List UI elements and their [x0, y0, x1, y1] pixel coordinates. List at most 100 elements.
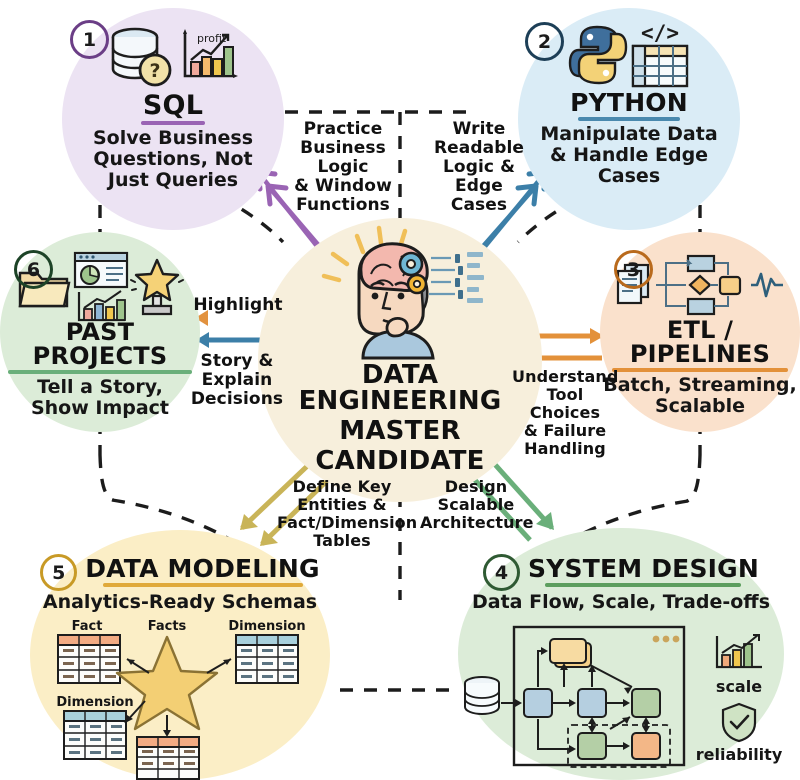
- scale-chart-icon: [715, 633, 762, 668]
- table-fact-bottom: [136, 735, 200, 780]
- connector-past-projects-in: Story & Explain Decisions: [184, 351, 290, 410]
- connector-python-line-1: Write: [452, 119, 506, 139]
- database-question-icon: ?: [111, 27, 172, 87]
- connector-highlight-label: Highlight: [193, 295, 283, 315]
- connector-sql-line-3: & Window: [294, 176, 392, 197]
- node-sql-number-badge: 1: [70, 20, 109, 59]
- star-schema-icon: Fact Facts Dimension: [45, 619, 315, 780]
- connector-etl-line-3: & Failure: [523, 420, 607, 440]
- table-dimension-right: [235, 633, 299, 684]
- connector-dm-line-2: Entities &: [297, 494, 387, 514]
- connector-story-line-1: Story &: [200, 351, 274, 371]
- node-sql-sub-1: Solve Business: [93, 127, 253, 149]
- bar-chart-growth-icon: [77, 289, 126, 321]
- node-system-design-title: SYSTEM DESIGN: [527, 553, 759, 583]
- node-sql-rule: [141, 121, 205, 125]
- node-python-number-badge: 2: [525, 22, 564, 61]
- node-python-sub-1: Manipulate Data: [540, 123, 718, 145]
- node-past-projects-sub-2: Show Impact: [30, 396, 170, 419]
- node-python-sub-2: & Handle Edge: [549, 143, 709, 166]
- center-title-line-1: DATA ENGINEERING: [298, 360, 502, 416]
- connector-sd-line-1: Design: [444, 477, 508, 496]
- scale-label: scale: [715, 676, 763, 696]
- connector-dm-line-1: Define Key: [292, 477, 392, 496]
- connector-dm-line-3: Fact/Dimension: [277, 512, 418, 532]
- waveform-signal-icon: [751, 272, 783, 298]
- node-data-modeling-title: DATA MODELING: [85, 553, 320, 583]
- connector-python-line-4: Edge Cases: [450, 176, 508, 216]
- trophy-star-icon: [130, 258, 184, 316]
- connector-python-line-2: Readable: [433, 138, 525, 159]
- node-data-modeling-sub-1: Analytics-Ready Schemas: [42, 591, 318, 613]
- connector-story-line-2: Explain: [201, 370, 273, 391]
- thinking-person-brain-gears-circuit-icon: [305, 225, 495, 360]
- connector-dm-line-4: Tables: [313, 530, 371, 550]
- spreadsheet-table-icon: [631, 44, 689, 88]
- reliability-shield-icon: [721, 702, 757, 743]
- python-logo-icon: [568, 25, 628, 85]
- node-python-number: 2: [537, 30, 552, 53]
- connector-etl-line-2: Tool Choices: [529, 384, 601, 422]
- python-icons: </>: [568, 21, 689, 88]
- node-etl-rule: [612, 368, 788, 372]
- connector-etl-line-1: Understand: [512, 367, 619, 386]
- node-data-modeling-number: 5: [52, 561, 66, 584]
- node-sql-sub-2: Questions, Not: [93, 147, 253, 170]
- node-past-projects-rule: [8, 370, 192, 374]
- node-past-projects-number-badge: 6: [14, 250, 53, 289]
- center-title-line-3: CANDIDATE: [315, 446, 485, 476]
- connector-etl-line-4: Handling: [524, 438, 606, 458]
- connector-sql-line-4: Functions: [296, 195, 390, 216]
- node-system-design-rule: [545, 582, 742, 587]
- node-data-modeling-rule: [102, 582, 303, 587]
- connector-sql-line-1: Practice: [303, 119, 383, 139]
- node-past-projects-sub-1: Tell a Story,: [37, 376, 163, 398]
- node-system-design-sub-1: Data Flow, Scale, Trade-offs: [471, 591, 771, 613]
- node-sql-title: SQL: [142, 90, 204, 121]
- node-etl-title: ETL / PIPELINES: [629, 316, 771, 368]
- center-title-line-2: MASTER: [339, 416, 461, 446]
- node-etl-sub-1: Batch, Streaming,: [603, 374, 797, 396]
- profit-label: profit: [197, 32, 227, 45]
- flowchart-pipeline-icon: [656, 254, 742, 316]
- center-node[interactable]: DATA ENGINEERING MASTER CANDIDATE: [258, 218, 542, 502]
- node-system-design[interactable]: 4 SYSTEM DESIGN Data Flow, Scale, Trade-…: [458, 528, 784, 780]
- node-python-sub-3: Cases: [597, 164, 661, 187]
- svg-text:?: ?: [149, 60, 160, 82]
- connector-sd-line-2: Scalable: [437, 494, 515, 514]
- node-system-design-number-badge: 4: [482, 554, 520, 591]
- node-etl-sub-2: Scalable: [654, 394, 746, 417]
- node-past-projects-number: 6: [26, 258, 41, 281]
- node-etl-number-badge: 3: [614, 250, 653, 289]
- schema-links: [124, 658, 232, 737]
- table-fact: [57, 633, 121, 684]
- reliability-label: reliability: [695, 744, 783, 764]
- node-python-title: PYTHON: [570, 88, 688, 117]
- table-label-dimension-2: Dimension: [56, 695, 133, 710]
- connector-system-design: Design Scalable Architecture: [420, 477, 534, 532]
- sql-icons: ? profit: [107, 26, 239, 88]
- table-dimension-left: [63, 709, 127, 760]
- node-data-modeling[interactable]: 5 DATA MODELING Analytics-Ready Schemas …: [30, 530, 330, 780]
- node-system-design-number: 4: [494, 561, 509, 584]
- table-label-dimension-1: Dimension: [228, 619, 305, 634]
- node-sql-number: 1: [82, 28, 97, 51]
- connector-sql-line-2: Business Logic: [300, 138, 386, 178]
- code-tags-icon: </>: [641, 21, 679, 45]
- connector-python: Write Readable Logic & Edge Cases: [424, 119, 534, 216]
- connector-past-projects-out: Highlight: [186, 295, 290, 315]
- node-sql-sub-3: Just Queries: [107, 168, 239, 191]
- node-etl-number: 3: [626, 258, 641, 281]
- connector-sql: Practice Business Logic & Window Functio…: [283, 119, 403, 216]
- node-past-projects[interactable]: PAST PROJECTS Tell a Story, Show Impact: [0, 232, 200, 432]
- profit-bar-chart-icon: profit: [183, 29, 238, 78]
- node-python-rule: [578, 117, 680, 121]
- connector-sd-line-3: Architecture: [420, 512, 534, 532]
- node-data-modeling-number-badge: 5: [40, 554, 78, 591]
- architecture-diagram-icon: [460, 621, 690, 771]
- node-past-projects-title: PAST PROJECTS: [32, 318, 168, 370]
- table-label-fact: Fact: [72, 619, 103, 634]
- connector-story-line-3: Decisions: [190, 389, 284, 410]
- connector-data-modeling: Define Key Entities & Fact/Dimension Tab…: [277, 477, 418, 550]
